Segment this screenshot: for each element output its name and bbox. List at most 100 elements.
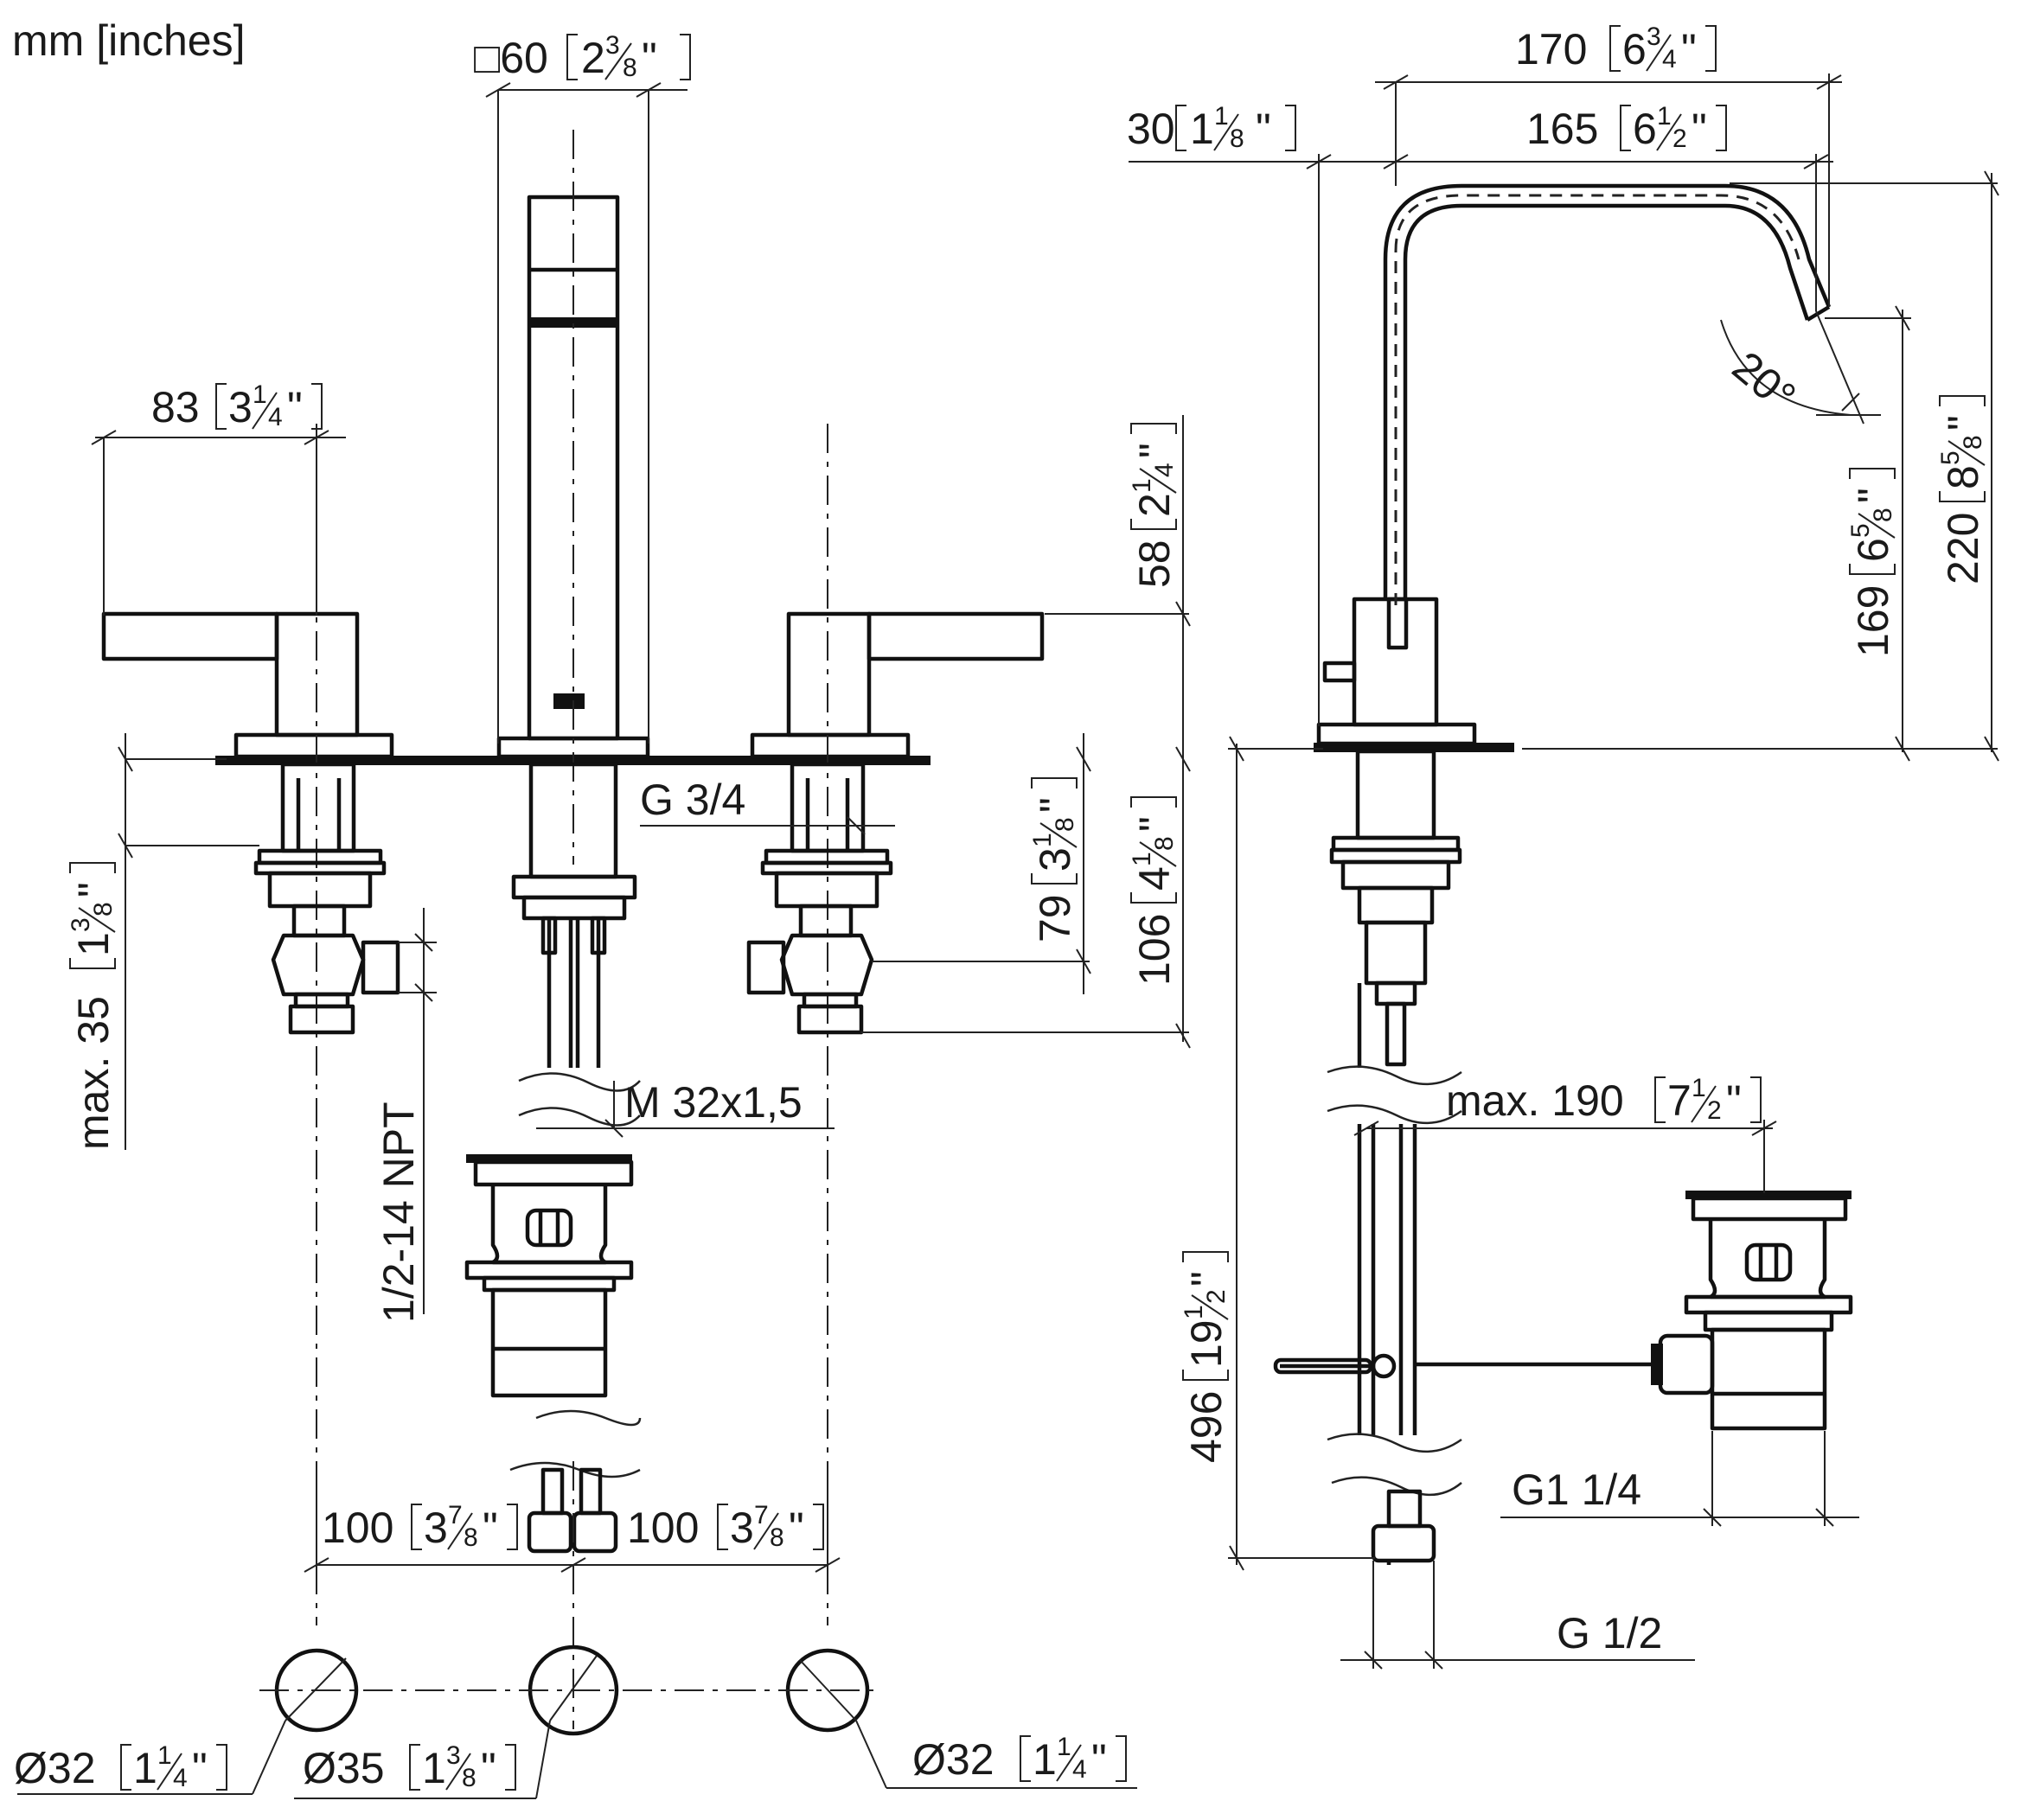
svg-text:": " (1256, 105, 1271, 153)
svg-text:2: 2 (1707, 1096, 1722, 1125)
svg-text:3: 3 (1031, 847, 1079, 872)
svg-text:1: 1 (1128, 852, 1156, 866)
svg-text:4: 4 (1150, 463, 1179, 477)
svg-text:19: 19 (1182, 1319, 1231, 1368)
dim-30: 30 1 1 8 " (1127, 102, 1296, 153)
svg-text:1: 1 (1692, 1074, 1706, 1102)
svg-text:100: 100 (322, 1504, 393, 1552)
svg-text:1: 1 (1180, 1305, 1208, 1319)
svg-text:": " (789, 1504, 804, 1552)
svg-text:8: 8 (1869, 508, 1897, 522)
svg-text:5: 5 (1846, 523, 1875, 538)
svg-text:83: 83 (151, 383, 200, 431)
svg-text:": " (192, 1744, 208, 1792)
svg-text:6: 6 (1849, 538, 1897, 562)
svg-text:": " (1726, 1076, 1742, 1125)
svg-text:4: 4 (1662, 45, 1677, 73)
units-label: mm [inches] (12, 16, 246, 65)
svg-text:max. 35: max. 35 (69, 996, 118, 1150)
svg-text:Ø32: Ø32 (14, 1744, 96, 1792)
svg-text:169: 169 (1849, 585, 1897, 657)
side-view (1273, 183, 1853, 1565)
square-symbol: □ (474, 34, 501, 82)
svg-text:3: 3 (1647, 22, 1661, 51)
svg-text:": " (287, 383, 303, 431)
thread-npt-label: 1/2-14 NPT (374, 1102, 423, 1323)
svg-text:3: 3 (446, 1741, 461, 1770)
svg-text:2: 2 (1202, 1289, 1231, 1304)
svg-text:Ø32: Ø32 (912, 1735, 995, 1784)
svg-text:30: 30 (1127, 105, 1175, 153)
thread-m32-label: M 32x1,5 (624, 1078, 803, 1127)
thread-g114-label: G1 1/4 (1512, 1466, 1641, 1514)
dim-169: 169 6 5 8 " (1846, 468, 1897, 657)
svg-text:": " (1182, 1271, 1231, 1287)
svg-text:6: 6 (1622, 25, 1647, 73)
diameter-symbol: Ø (14, 1744, 48, 1792)
svg-text:2: 2 (1672, 125, 1687, 153)
svg-text:": " (642, 34, 657, 82)
front-view (101, 130, 1045, 1736)
dim-106: 106 4 1 8 " (1128, 796, 1179, 986)
side-dimensions (1129, 73, 1999, 1670)
svg-text:1: 1 (1057, 1733, 1071, 1761)
svg-text:8: 8 (464, 1523, 478, 1552)
svg-text:7: 7 (754, 1501, 769, 1529)
dim-496: 496 19 1 2 " (1180, 1251, 1231, 1463)
svg-text:Ø35: Ø35 (303, 1744, 385, 1792)
thread-g34-label: G 3/4 (640, 776, 745, 824)
dim-79: 79 3 1 8 " (1028, 777, 1079, 942)
svg-text:4: 4 (268, 403, 283, 431)
svg-text:496: 496 (1182, 1391, 1231, 1463)
svg-text:1: 1 (1033, 1735, 1057, 1784)
svg-text:1: 1 (253, 380, 267, 409)
svg-text:170: 170 (1515, 25, 1587, 73)
left-handle (101, 424, 400, 1625)
thread-g12-label: G 1/2 (1557, 1609, 1662, 1657)
svg-text:3: 3 (605, 31, 620, 60)
dim-max190: max. 190 7 1 2 " (1446, 1074, 1762, 1125)
front-dimensions (17, 82, 1191, 1799)
svg-text:1: 1 (1214, 102, 1229, 131)
svg-text:106: 106 (1130, 914, 1179, 986)
svg-text:7: 7 (1667, 1076, 1692, 1125)
svg-text:7: 7 (448, 1501, 463, 1529)
svg-text:1: 1 (157, 1741, 172, 1770)
dim-220: 220 8 5 8 " (1936, 395, 1987, 584)
svg-text:8: 8 (462, 1764, 476, 1792)
svg-text:2: 2 (1130, 493, 1179, 517)
svg-text:": " (1130, 816, 1179, 832)
svg-text:2: 2 (581, 34, 605, 82)
svg-text:8: 8 (1051, 817, 1079, 832)
dim-170: 170 6 3 4 " (1515, 22, 1717, 73)
svg-text:220: 220 (1939, 513, 1987, 584)
dim-100-left: 100 3 7 8 " (322, 1501, 518, 1552)
dim-dia32-right: Ø32 1 1 4 " (912, 1733, 1127, 1784)
diameter-symbol: Ø (912, 1735, 946, 1784)
svg-text:8: 8 (1150, 836, 1179, 851)
center-spout (496, 130, 650, 1068)
svg-text:1: 1 (1028, 833, 1057, 847)
svg-text:3: 3 (67, 917, 95, 932)
svg-text:1: 1 (1128, 478, 1156, 493)
svg-text:4: 4 (1130, 866, 1179, 891)
svg-text:1: 1 (69, 932, 118, 956)
dim-dia32-left: Ø32 1 1 4 " (14, 1741, 227, 1792)
center-drain (464, 1072, 642, 1427)
dim-100-right: 100 3 7 8 " (627, 1501, 824, 1552)
svg-text:": " (1130, 443, 1179, 458)
dim-83: 83 3 1 4 " (151, 380, 323, 431)
svg-text:": " (1031, 797, 1079, 813)
svg-text:3: 3 (730, 1504, 754, 1552)
svg-text:3: 3 (424, 1504, 448, 1552)
svg-text:1: 1 (133, 1744, 157, 1792)
svg-text:165: 165 (1526, 105, 1598, 153)
svg-text:": " (1091, 1735, 1107, 1784)
svg-text:4: 4 (1072, 1755, 1087, 1784)
svg-text:": " (481, 1744, 496, 1792)
svg-text:8: 8 (1230, 125, 1244, 153)
svg-text:": " (1939, 415, 1987, 431)
svg-text:": " (1692, 105, 1707, 153)
svg-text:8: 8 (1939, 465, 1987, 489)
